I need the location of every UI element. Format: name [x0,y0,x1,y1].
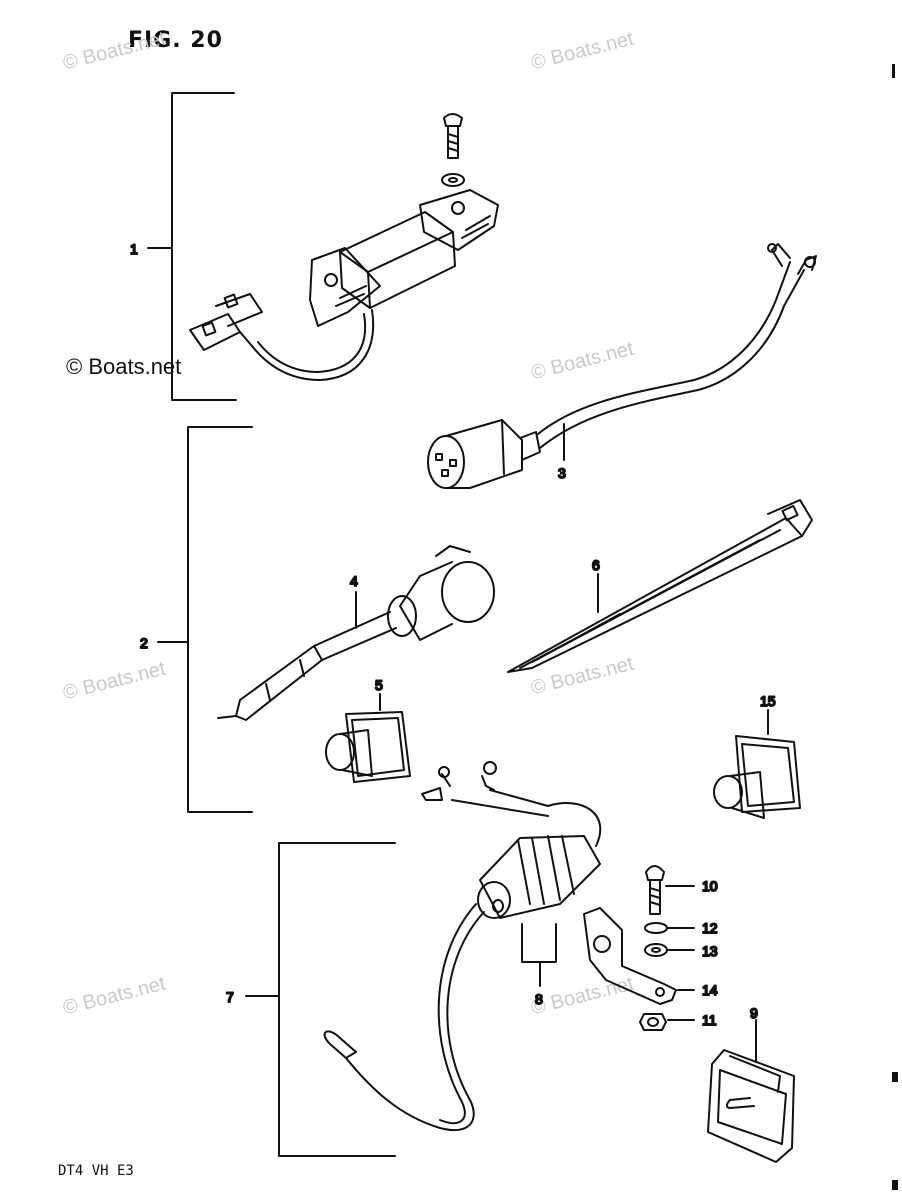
part-10-screw [645,865,695,915]
part-3-socket-lead [427,243,817,489]
part-7-lead-boot [323,761,602,1131]
part-14-bracket [583,907,695,1005]
callout-6: 6 [592,557,600,573]
callout-7: 7 [226,989,234,1005]
callout-9: 9 [750,1005,758,1021]
group-bracket-2 [157,426,253,813]
callout-1: 1 [130,241,138,257]
model-code: DT4 VH E3 [58,1163,134,1179]
part-15-grommet [713,709,801,819]
figure-title: FIG. 20 [128,28,223,53]
callout-5: 5 [375,677,383,693]
callout-2: 2 [140,635,148,651]
part-13-washer [644,943,695,957]
callout-8: 8 [535,991,543,1007]
part-1-pack [189,113,499,381]
part-9-grommet [707,1019,795,1163]
callout-12: 12 [702,920,718,936]
group-bracket-7 [245,842,396,1157]
callout-14: 14 [702,982,718,998]
edge-mark [892,1072,898,1082]
callout-10: 10 [702,878,718,894]
group-bracket-1 [147,92,237,401]
part-6-cable-tie [507,499,813,673]
part-12-washer [644,922,695,934]
part-4-cap-probe [217,545,495,721]
edge-mark [892,64,895,78]
callout-3: 3 [558,465,566,481]
callout-15: 15 [760,693,776,709]
callout-13: 13 [702,943,718,959]
watermark: © Boats.net [66,354,182,379]
part-11-nut [639,1013,695,1031]
edge-mark [892,1180,898,1190]
callout-11: 11 [702,1012,717,1028]
part-5-grommet [325,693,411,783]
callout-4: 4 [350,573,358,589]
